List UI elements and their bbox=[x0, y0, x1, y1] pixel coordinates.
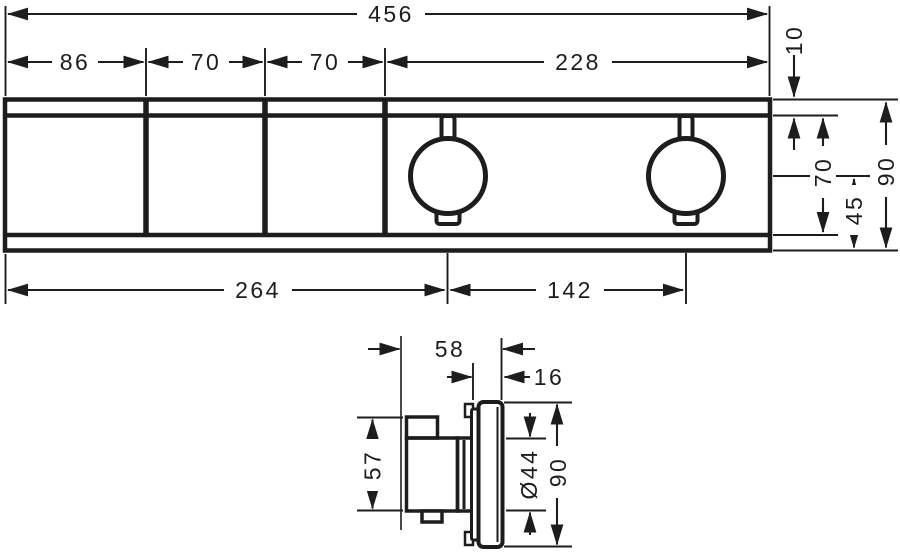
label-mask bbox=[841, 185, 867, 235]
dim-top-offset-label: 10 bbox=[781, 25, 807, 56]
plate-front-slab bbox=[476, 400, 505, 549]
label-mask bbox=[224, 279, 292, 302]
label-mask bbox=[52, 51, 98, 74]
dim-protrusion-label: 16 bbox=[534, 364, 565, 390]
dim-handle-spacing-label: 142 bbox=[547, 277, 593, 303]
side-view: 58 16 57 Ø44 90 bbox=[357, 336, 572, 549]
dim-module-1-label: 86 bbox=[60, 49, 91, 75]
handle-1-knob bbox=[408, 136, 488, 216]
dim-module-2-label: 70 bbox=[191, 49, 222, 75]
front-view-dimension-labels: 456 86 70 70 228 10 70 45 90 264 142 bbox=[52, 1, 899, 303]
label-mask bbox=[873, 145, 899, 197]
label-mask bbox=[183, 51, 229, 74]
front-view-extension-lines bbox=[4, 6, 898, 304]
plate-and-handle-side bbox=[463, 400, 505, 549]
side-view-dimension-labels: 58 16 57 Ø44 90 bbox=[359, 336, 571, 499]
handle-2-knob bbox=[646, 136, 726, 216]
handle-1 bbox=[408, 114, 488, 226]
valve-body-side bbox=[404, 415, 475, 524]
label-mask bbox=[810, 146, 836, 198]
side-view-extension-lines bbox=[357, 336, 572, 548]
body-bottom-tab bbox=[420, 509, 444, 524]
label-mask bbox=[544, 51, 612, 74]
dim-module-4-label: 228 bbox=[555, 49, 601, 75]
dim-left-to-handle-label: 264 bbox=[235, 277, 281, 303]
dim-inner-height-label: 70 bbox=[810, 157, 836, 188]
label-mask bbox=[357, 3, 425, 26]
body-step bbox=[404, 415, 440, 440]
dim-handle-diameter-label: Ø44 bbox=[516, 449, 542, 500]
dim-total-depth-label: 58 bbox=[435, 336, 466, 362]
dim-body-height-label: 57 bbox=[360, 450, 386, 481]
handle-2 bbox=[646, 114, 726, 226]
valve-panel bbox=[2, 97, 773, 253]
label-mask bbox=[359, 439, 386, 491]
label-mask bbox=[545, 446, 570, 498]
label-mask bbox=[536, 279, 604, 302]
label-mask bbox=[302, 51, 348, 74]
body-main bbox=[404, 436, 460, 513]
dim-total-height-label: 90 bbox=[873, 156, 899, 187]
dim-total-width-label: 456 bbox=[368, 1, 414, 27]
dim-plate-height-label: 90 bbox=[545, 457, 571, 488]
dim-center-to-bottom-label: 45 bbox=[841, 195, 867, 226]
dim-module-3-label: 70 bbox=[310, 49, 341, 75]
front-view: 456 86 70 70 228 10 70 45 90 264 142 bbox=[2, 1, 899, 304]
panel-outline bbox=[2, 97, 773, 253]
